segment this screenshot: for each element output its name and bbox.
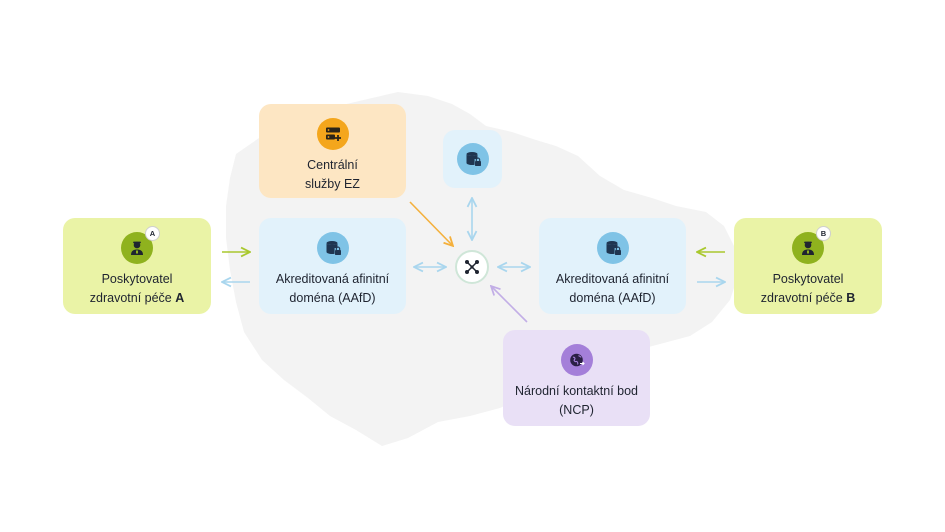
provider-b-label-letter: B xyxy=(846,291,856,305)
provider-b-label-line2: zdravotní péče B xyxy=(761,289,856,308)
database-lock-icon xyxy=(316,232,349,264)
provider-a-label-line2: zdravotní péče A xyxy=(90,289,185,308)
provider-a-label-letter: A xyxy=(175,291,185,305)
aafd-left-label-line1: Akreditovaná afinitní xyxy=(275,272,390,286)
central-services-label-line2: služby EZ xyxy=(305,177,360,191)
provider-b-box: B Poskytovatel zdravotní péče B xyxy=(734,218,882,314)
aafd-right-label-line2: doména (AAfD) xyxy=(569,291,656,305)
doctor-icon: B xyxy=(792,226,831,264)
provider-a-box: A Poskytovatel zdravotní péče A xyxy=(63,218,211,314)
server-plus-icon xyxy=(316,118,349,150)
doctor-icon: A xyxy=(121,226,160,264)
provider-a-badge: A xyxy=(145,226,160,241)
aafd-left-label-line2: doména (AAfD) xyxy=(289,291,376,305)
ncp-box: Národní kontaktní bod (NCP) xyxy=(503,330,650,426)
database-lock-icon xyxy=(596,232,629,264)
central-services-box: Centrální služby EZ xyxy=(259,104,406,198)
ncp-label-line1: Národní kontaktní bod xyxy=(515,384,638,398)
provider-a-label-line1: Poskytovatel xyxy=(101,272,173,286)
network-hub-icon xyxy=(455,250,489,284)
provider-a-label-text: zdravotní péče xyxy=(89,291,176,305)
globe-icon xyxy=(560,344,593,376)
aafd-right-label-line1: Akreditovaná afinitní xyxy=(555,272,670,286)
provider-b-label-text: zdravotní péče xyxy=(760,291,847,305)
provider-b-label-line1: Poskytovatel xyxy=(772,272,844,286)
aafd-left-box: Akreditovaná afinitní doména (AAfD) xyxy=(259,218,406,314)
database-lock-icon xyxy=(456,143,489,175)
provider-b-badge: B xyxy=(816,226,831,241)
aafd-right-box: Akreditovaná afinitní doména (AAfD) xyxy=(539,218,686,314)
central-services-label-line1: Centrální xyxy=(307,158,358,172)
ncp-label-line2: (NCP) xyxy=(559,403,594,417)
top-database-box xyxy=(443,130,502,188)
